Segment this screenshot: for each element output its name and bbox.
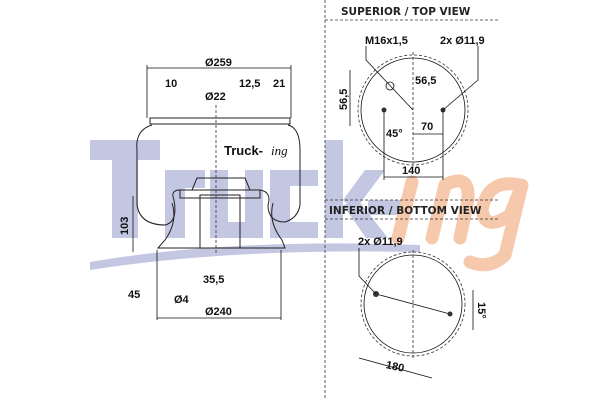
dim-45: 45	[128, 289, 140, 301]
dim-22: Ø22	[205, 91, 226, 103]
leader-bottom-holes	[358, 248, 377, 295]
watermark-letter-c	[270, 170, 290, 238]
watermark-letter-c	[270, 170, 318, 186]
dim-bottom-diameter: Ø240	[205, 306, 232, 318]
watermark-letter-t	[112, 140, 138, 238]
watermark-letter-u	[245, 170, 263, 238]
bottom-hole-right	[447, 311, 453, 317]
dim-56-5-horizontal: 56,5	[415, 75, 436, 87]
dim-4: Ø4	[174, 294, 190, 306]
thread-hole	[385, 81, 395, 91]
piston-core	[199, 194, 241, 249]
dim-35-5: 35,5	[203, 274, 224, 286]
bead-plate	[179, 189, 261, 199]
watermark-letter-k	[343, 170, 385, 210]
leader-holes	[442, 46, 479, 111]
dim-12-5: 12,5	[239, 78, 260, 90]
thread-label: M16x1,5	[365, 35, 408, 47]
dim-103: 103	[119, 217, 131, 235]
top-plate	[149, 117, 291, 125]
watermark-dash	[368, 200, 404, 215]
angle-45: 45°	[386, 128, 403, 140]
watermark-letter-g	[463, 177, 529, 272]
watermark-letter-u	[210, 222, 263, 238]
leader-thread	[365, 46, 414, 111]
side-view: Ø259 10 12,5 21 Ø22 103 45 35,5 Ø4 Ø240 …	[119, 57, 301, 320]
bottom-view-title: INFERIOR / BOTTOM VIEW	[329, 205, 482, 217]
top-holes-label: 2x Ø11,9	[440, 35, 485, 47]
watermark-main-letters	[90, 140, 404, 238]
watermark-letter-c	[270, 222, 318, 238]
watermark-letter-u	[210, 170, 228, 238]
dim-10: 10	[165, 78, 177, 90]
top-view-title: SUPERIOR / TOP VIEW	[341, 6, 471, 18]
dim-56-5-vertical: 56,5	[338, 89, 350, 110]
dim-line-180	[358, 357, 433, 379]
watermark-script-letters	[391, 174, 529, 272]
dim-180: 180	[385, 359, 405, 375]
logo-main: Truck-	[224, 143, 263, 158]
dim-140: 140	[402, 165, 420, 177]
dim-70: 70	[421, 121, 433, 133]
watermark-letter-n	[425, 174, 475, 245]
logo-script: ing	[271, 143, 288, 158]
watermark-letter-i	[391, 175, 419, 245]
dim-top-diameter: Ø259	[205, 57, 232, 69]
dim-21: 21	[273, 78, 285, 90]
watermark	[90, 140, 529, 272]
watermark-letter-k	[325, 140, 343, 238]
bottom-holes-label: 2x Ø11,9	[358, 236, 403, 248]
top-view: SUPERIOR / TOP VIEW M16x1,5 2x Ø11,9 56,…	[338, 6, 485, 180]
watermark-swoosh	[90, 243, 420, 270]
bottom-view: INFERIOR / BOTTOM VIEW 2x Ø11,9 15° 180	[329, 205, 487, 379]
hole-axis	[375, 293, 451, 315]
watermark-letter-r	[185, 170, 205, 188]
bumper	[191, 177, 251, 191]
angle-15: 15°	[475, 302, 487, 319]
